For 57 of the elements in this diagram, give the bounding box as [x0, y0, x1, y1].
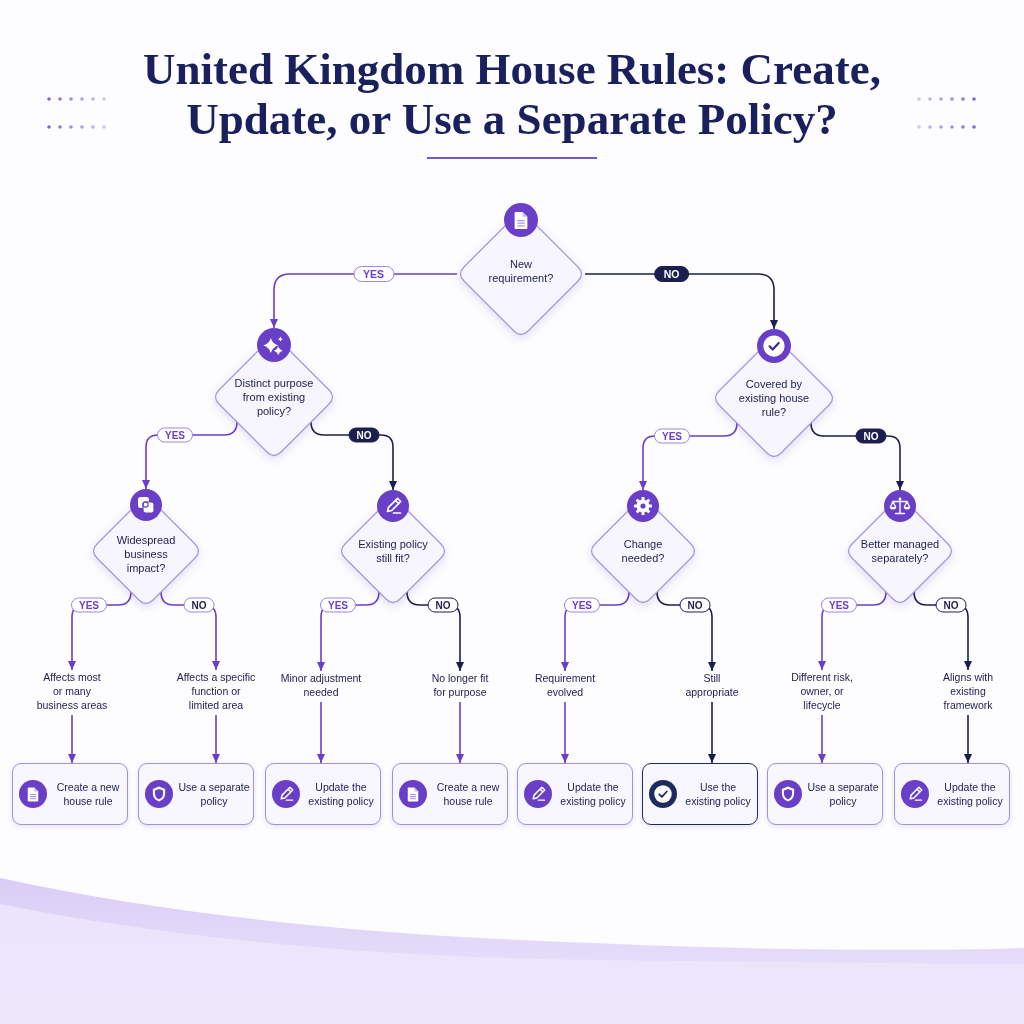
outcome-text: Update the existing policy — [308, 780, 374, 808]
arrow — [818, 714, 826, 764]
outcome-box — [138, 763, 254, 825]
outcome-text: Create a new house rule — [436, 780, 500, 808]
question-text: Change needed? — [621, 537, 665, 565]
condition-text: Different risk, owner, or lifecycle — [791, 670, 853, 712]
edge-label: NO — [855, 428, 887, 444]
outcome-box — [265, 763, 381, 825]
condition-text: Aligns with existing framework — [942, 670, 994, 712]
outcome-box — [767, 763, 883, 825]
edge-label: YES — [821, 597, 857, 613]
outcome-box — [12, 763, 128, 825]
edge-label: NO — [653, 266, 690, 282]
question-text: Distinct purpose from existing policy? — [234, 376, 314, 418]
edge-label: YES — [320, 597, 356, 613]
condition-text: Affects most or many business areas — [36, 670, 108, 712]
question-text: New requirement? — [488, 257, 554, 285]
arrow — [68, 714, 76, 764]
condition-text: No longer fit for purpose — [431, 671, 489, 699]
question-text: Covered by existing house rule? — [738, 377, 810, 419]
outcome-box — [894, 763, 1010, 825]
edge-label: YES — [71, 597, 107, 613]
outcome-text: Update the existing policy — [937, 780, 1003, 808]
diagram-title: United Kingdom House Rules: Create, Update, or Use a Separate Policy? — [143, 44, 881, 144]
question-text: Widespread business impact? — [116, 533, 176, 575]
outcome-text: Update the existing policy — [560, 780, 626, 808]
edge-label: NO — [348, 427, 380, 443]
arrow — [317, 701, 325, 764]
outcome-text: Create a new house rule — [56, 780, 120, 808]
condition-text: Requirement evolved — [534, 671, 596, 699]
arrow — [456, 701, 464, 764]
arrow — [561, 701, 569, 764]
decision-diamond — [712, 329, 836, 460]
question-text: Better managed separately? — [860, 537, 940, 565]
outcome-box — [392, 763, 508, 825]
edge-label: NO — [183, 597, 215, 613]
edge-label: NO — [427, 597, 459, 613]
outcome-text: Use the existing policy — [685, 780, 751, 808]
edge-label: YES — [564, 597, 600, 613]
edge-label: NO — [935, 597, 967, 613]
outcome-text: Use a separate policy — [807, 780, 879, 808]
edge-label: NO — [679, 597, 711, 613]
edge-label: YES — [654, 428, 690, 444]
outcome-box — [642, 763, 758, 825]
question-text: Existing policy still fit? — [358, 537, 428, 565]
condition-text: Minor adjustment needed — [280, 671, 362, 699]
decision-diamond — [212, 328, 336, 459]
condition-text: Affects a specific function or limited area — [176, 670, 256, 712]
condition-text: Still appropriate — [685, 671, 739, 699]
outcome-text: Use a separate policy — [178, 780, 250, 808]
edge-label: YES — [157, 427, 193, 443]
arrow — [212, 714, 220, 764]
outcome-box — [517, 763, 633, 825]
edge-label: YES — [353, 266, 394, 282]
arrow — [964, 714, 972, 764]
arrow — [708, 701, 716, 764]
decision-diamond — [457, 203, 585, 338]
